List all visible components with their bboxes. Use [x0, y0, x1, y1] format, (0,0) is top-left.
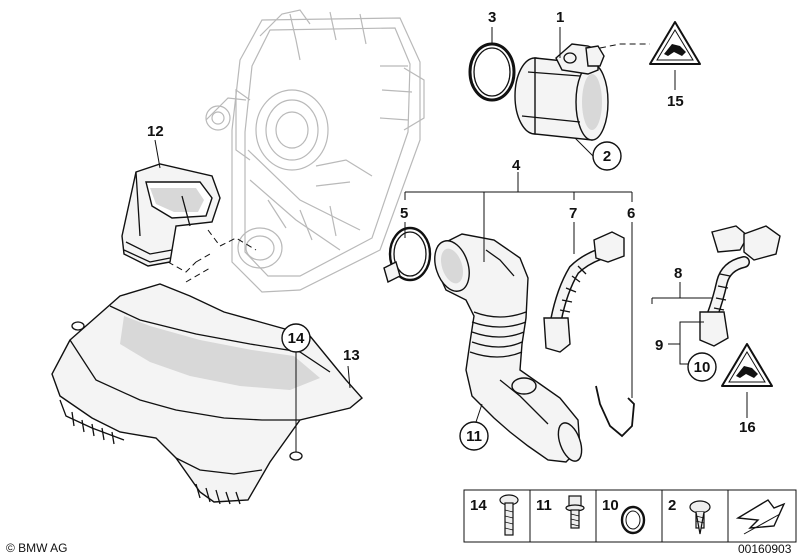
small-parts-legend: 14 11 10 2 — [463, 489, 797, 543]
screw-2-icon — [689, 500, 711, 535]
callout-9: 9 — [655, 337, 663, 354]
callout-5: 5 — [400, 205, 408, 222]
warning-label-15 — [649, 21, 701, 65]
callout-7: 7 — [569, 205, 577, 222]
warning-label-16 — [721, 343, 773, 387]
cover-part — [51, 283, 364, 505]
copyright-brand: © BMW AG — [6, 541, 68, 555]
callout-3: 3 — [488, 9, 496, 26]
callout-8: 8 — [674, 265, 682, 282]
callout-11-circled: 11 — [466, 428, 482, 445]
screw-11-icon — [565, 495, 585, 529]
intake-boot-part — [434, 233, 583, 463]
legend-label-14: 14 — [470, 497, 487, 514]
legend-label-11: 11 — [536, 497, 552, 514]
callout-10-circled: 10 — [694, 359, 711, 376]
callout-13: 13 — [343, 347, 360, 364]
legend-label-2: 2 — [668, 497, 676, 514]
diagram-number: 00160903 — [738, 542, 792, 556]
seal-ring-part — [468, 42, 516, 102]
air-mass-sensor-part — [514, 43, 609, 141]
callout-16: 16 — [739, 419, 756, 436]
callout-1: 1 — [556, 9, 564, 26]
o-ring-10-icon — [620, 505, 646, 535]
callout-14-circled: 14 — [288, 330, 305, 347]
callout-6: 6 — [627, 205, 635, 222]
breather-hose-right-part — [699, 225, 781, 347]
hose-clamp-part — [383, 226, 432, 284]
callout-12: 12 — [147, 123, 164, 140]
breather-hose-part — [543, 231, 625, 353]
wire-clip-part — [595, 385, 635, 438]
callout-4: 4 — [512, 157, 521, 174]
legend-label-10: 10 — [602, 497, 619, 514]
direction-arrow-icon — [735, 499, 786, 535]
callout-15: 15 — [667, 93, 684, 110]
callout-2-circled: 2 — [603, 148, 611, 165]
intake-snout-part — [121, 163, 221, 267]
bolt-14-icon — [499, 494, 519, 536]
air-filter-housing-ghost — [205, 9, 425, 293]
